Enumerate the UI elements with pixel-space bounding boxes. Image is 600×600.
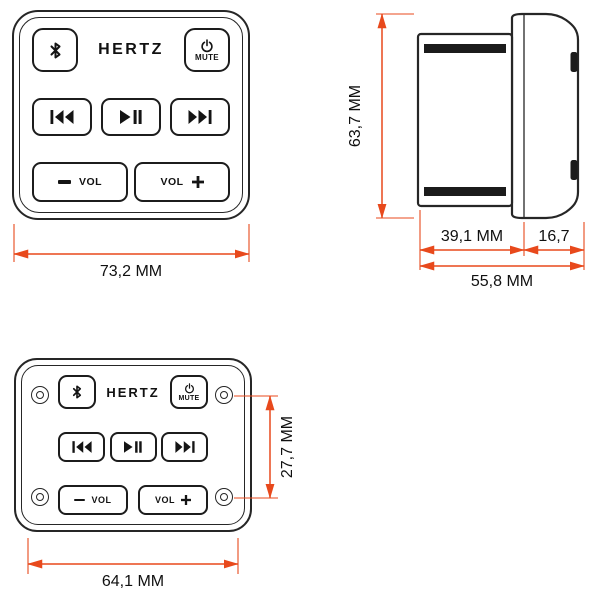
button-row-volume: VOL VOL bbox=[32, 162, 230, 202]
button-row-volume: VOL VOL bbox=[58, 485, 208, 515]
button-row-top: HERTZ MUTE bbox=[32, 28, 230, 72]
power-icon bbox=[184, 382, 194, 393]
front-panel: HERTZ MUTE bbox=[21, 365, 245, 525]
side-clip-top bbox=[424, 44, 506, 53]
volume-down-button: VOL bbox=[32, 162, 128, 202]
previous-track-button bbox=[32, 98, 92, 136]
skip-back-icon bbox=[50, 110, 74, 124]
skip-back-icon bbox=[71, 441, 92, 453]
dimension-side-height: 63,7 MM bbox=[347, 13, 414, 219]
dimension-depth-total: 55,8 MM bbox=[419, 261, 585, 290]
side-button-profile-bottom bbox=[570, 160, 578, 180]
button-row-media bbox=[58, 432, 208, 462]
screw-hole-top-left bbox=[31, 386, 49, 404]
next-track-button bbox=[170, 98, 230, 136]
volume-down-label: VOL bbox=[91, 495, 112, 505]
dimension-label: 64,1 MM bbox=[102, 573, 164, 590]
dimension-surface-width: 64,1 MM bbox=[27, 538, 239, 590]
side-bezel bbox=[510, 12, 580, 220]
screw-hole-top-right bbox=[215, 386, 233, 404]
dimension-front-width: 73,2 MM bbox=[13, 224, 250, 280]
front-view-surface-mount: HERTZ MUTE bbox=[14, 358, 252, 532]
volume-up-button: VOL bbox=[138, 485, 208, 515]
screw-hole-bottom-right bbox=[215, 488, 233, 506]
skip-forward-icon bbox=[174, 441, 195, 453]
volume-down-label: VOL bbox=[78, 176, 103, 188]
volume-down-button: VOL bbox=[58, 485, 128, 515]
button-row-media bbox=[32, 98, 230, 136]
front-view-flush-mount: HERTZ MUTE bbox=[12, 10, 250, 220]
dimension-label: 55,8 MM bbox=[471, 273, 533, 290]
side-body bbox=[416, 32, 514, 208]
power-icon bbox=[201, 38, 213, 52]
play-pause-icon bbox=[120, 110, 142, 124]
mute-button: MUTE bbox=[170, 375, 208, 409]
side-clip-bottom bbox=[424, 187, 506, 196]
play-pause-button bbox=[109, 432, 157, 462]
front-panel: HERTZ MUTE bbox=[19, 17, 243, 213]
skip-forward-icon bbox=[188, 110, 212, 124]
bluetooth-icon bbox=[72, 385, 82, 399]
button-row-top: HERTZ MUTE bbox=[58, 375, 208, 409]
mute-label: MUTE bbox=[195, 52, 219, 62]
previous-track-button bbox=[58, 432, 105, 462]
screw-hole-bottom-left bbox=[31, 488, 49, 506]
dimension-depth-bezel: 16,7 bbox=[523, 222, 585, 270]
bluetooth-button bbox=[32, 28, 78, 72]
brand-logo: HERTZ bbox=[98, 41, 164, 58]
volume-up-label: VOL bbox=[154, 495, 175, 505]
play-pause-button bbox=[101, 98, 161, 136]
minus-icon bbox=[57, 180, 71, 184]
bluetooth-icon bbox=[49, 42, 61, 58]
side-button-profile-top bbox=[570, 52, 578, 72]
dimension-label: 73,2 MM bbox=[100, 263, 162, 280]
mute-label: MUTE bbox=[178, 394, 200, 402]
bluetooth-button bbox=[58, 375, 96, 409]
dimension-depth-body: 39,1 MM bbox=[419, 210, 525, 270]
next-track-button bbox=[161, 432, 208, 462]
dimension-label: 27,7 MM bbox=[279, 416, 296, 478]
mute-button: MUTE bbox=[183, 28, 230, 72]
play-pause-icon bbox=[124, 441, 142, 453]
plus-icon bbox=[191, 176, 204, 188]
volume-up-button: VOL bbox=[134, 162, 230, 202]
volume-up-label: VOL bbox=[160, 176, 184, 188]
brand-logo: HERTZ bbox=[106, 384, 160, 400]
plus-icon bbox=[181, 495, 191, 505]
dimension-label: 39,1 MM bbox=[441, 228, 503, 245]
dimension-label: 63,7 MM bbox=[347, 85, 364, 147]
minus-icon bbox=[74, 498, 86, 502]
dimension-label: 16,7 bbox=[538, 228, 569, 245]
side-view bbox=[416, 12, 580, 220]
